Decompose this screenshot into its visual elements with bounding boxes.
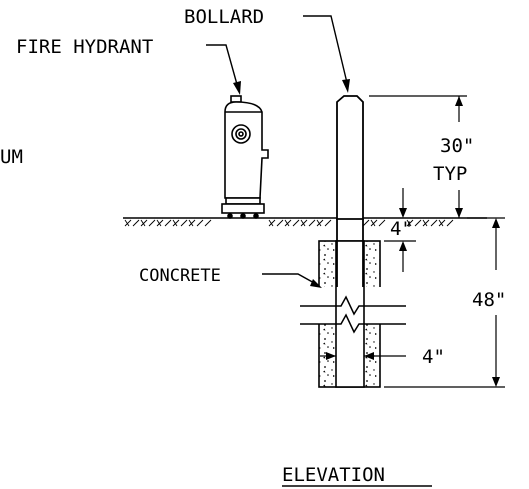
view-title: ELEVATION [282,464,385,486]
leader-lines [206,15,349,285]
concrete-footing [300,240,406,388]
ground-hatch [124,219,454,227]
fire-hydrant-label: FIRE HYDRANT [16,36,153,58]
bollard-label: BOLLARD [184,6,264,28]
break-lines [300,295,406,334]
dim-4-top-label: 4" [390,218,413,240]
dim-30-label: 30" [440,135,474,157]
typ-label: TYP [433,163,467,185]
fire-hydrant-drawing [221,95,269,219]
leader-arrowheads [233,79,350,288]
concrete-label: CONCRETE [139,266,221,286]
bollard-post [336,95,364,287]
dim-48-label: 48" [472,289,506,311]
dim-4-bottom-label: 4" [422,346,445,368]
dimension-arrowheads [326,96,500,387]
partial-left-label: UM [0,146,23,168]
